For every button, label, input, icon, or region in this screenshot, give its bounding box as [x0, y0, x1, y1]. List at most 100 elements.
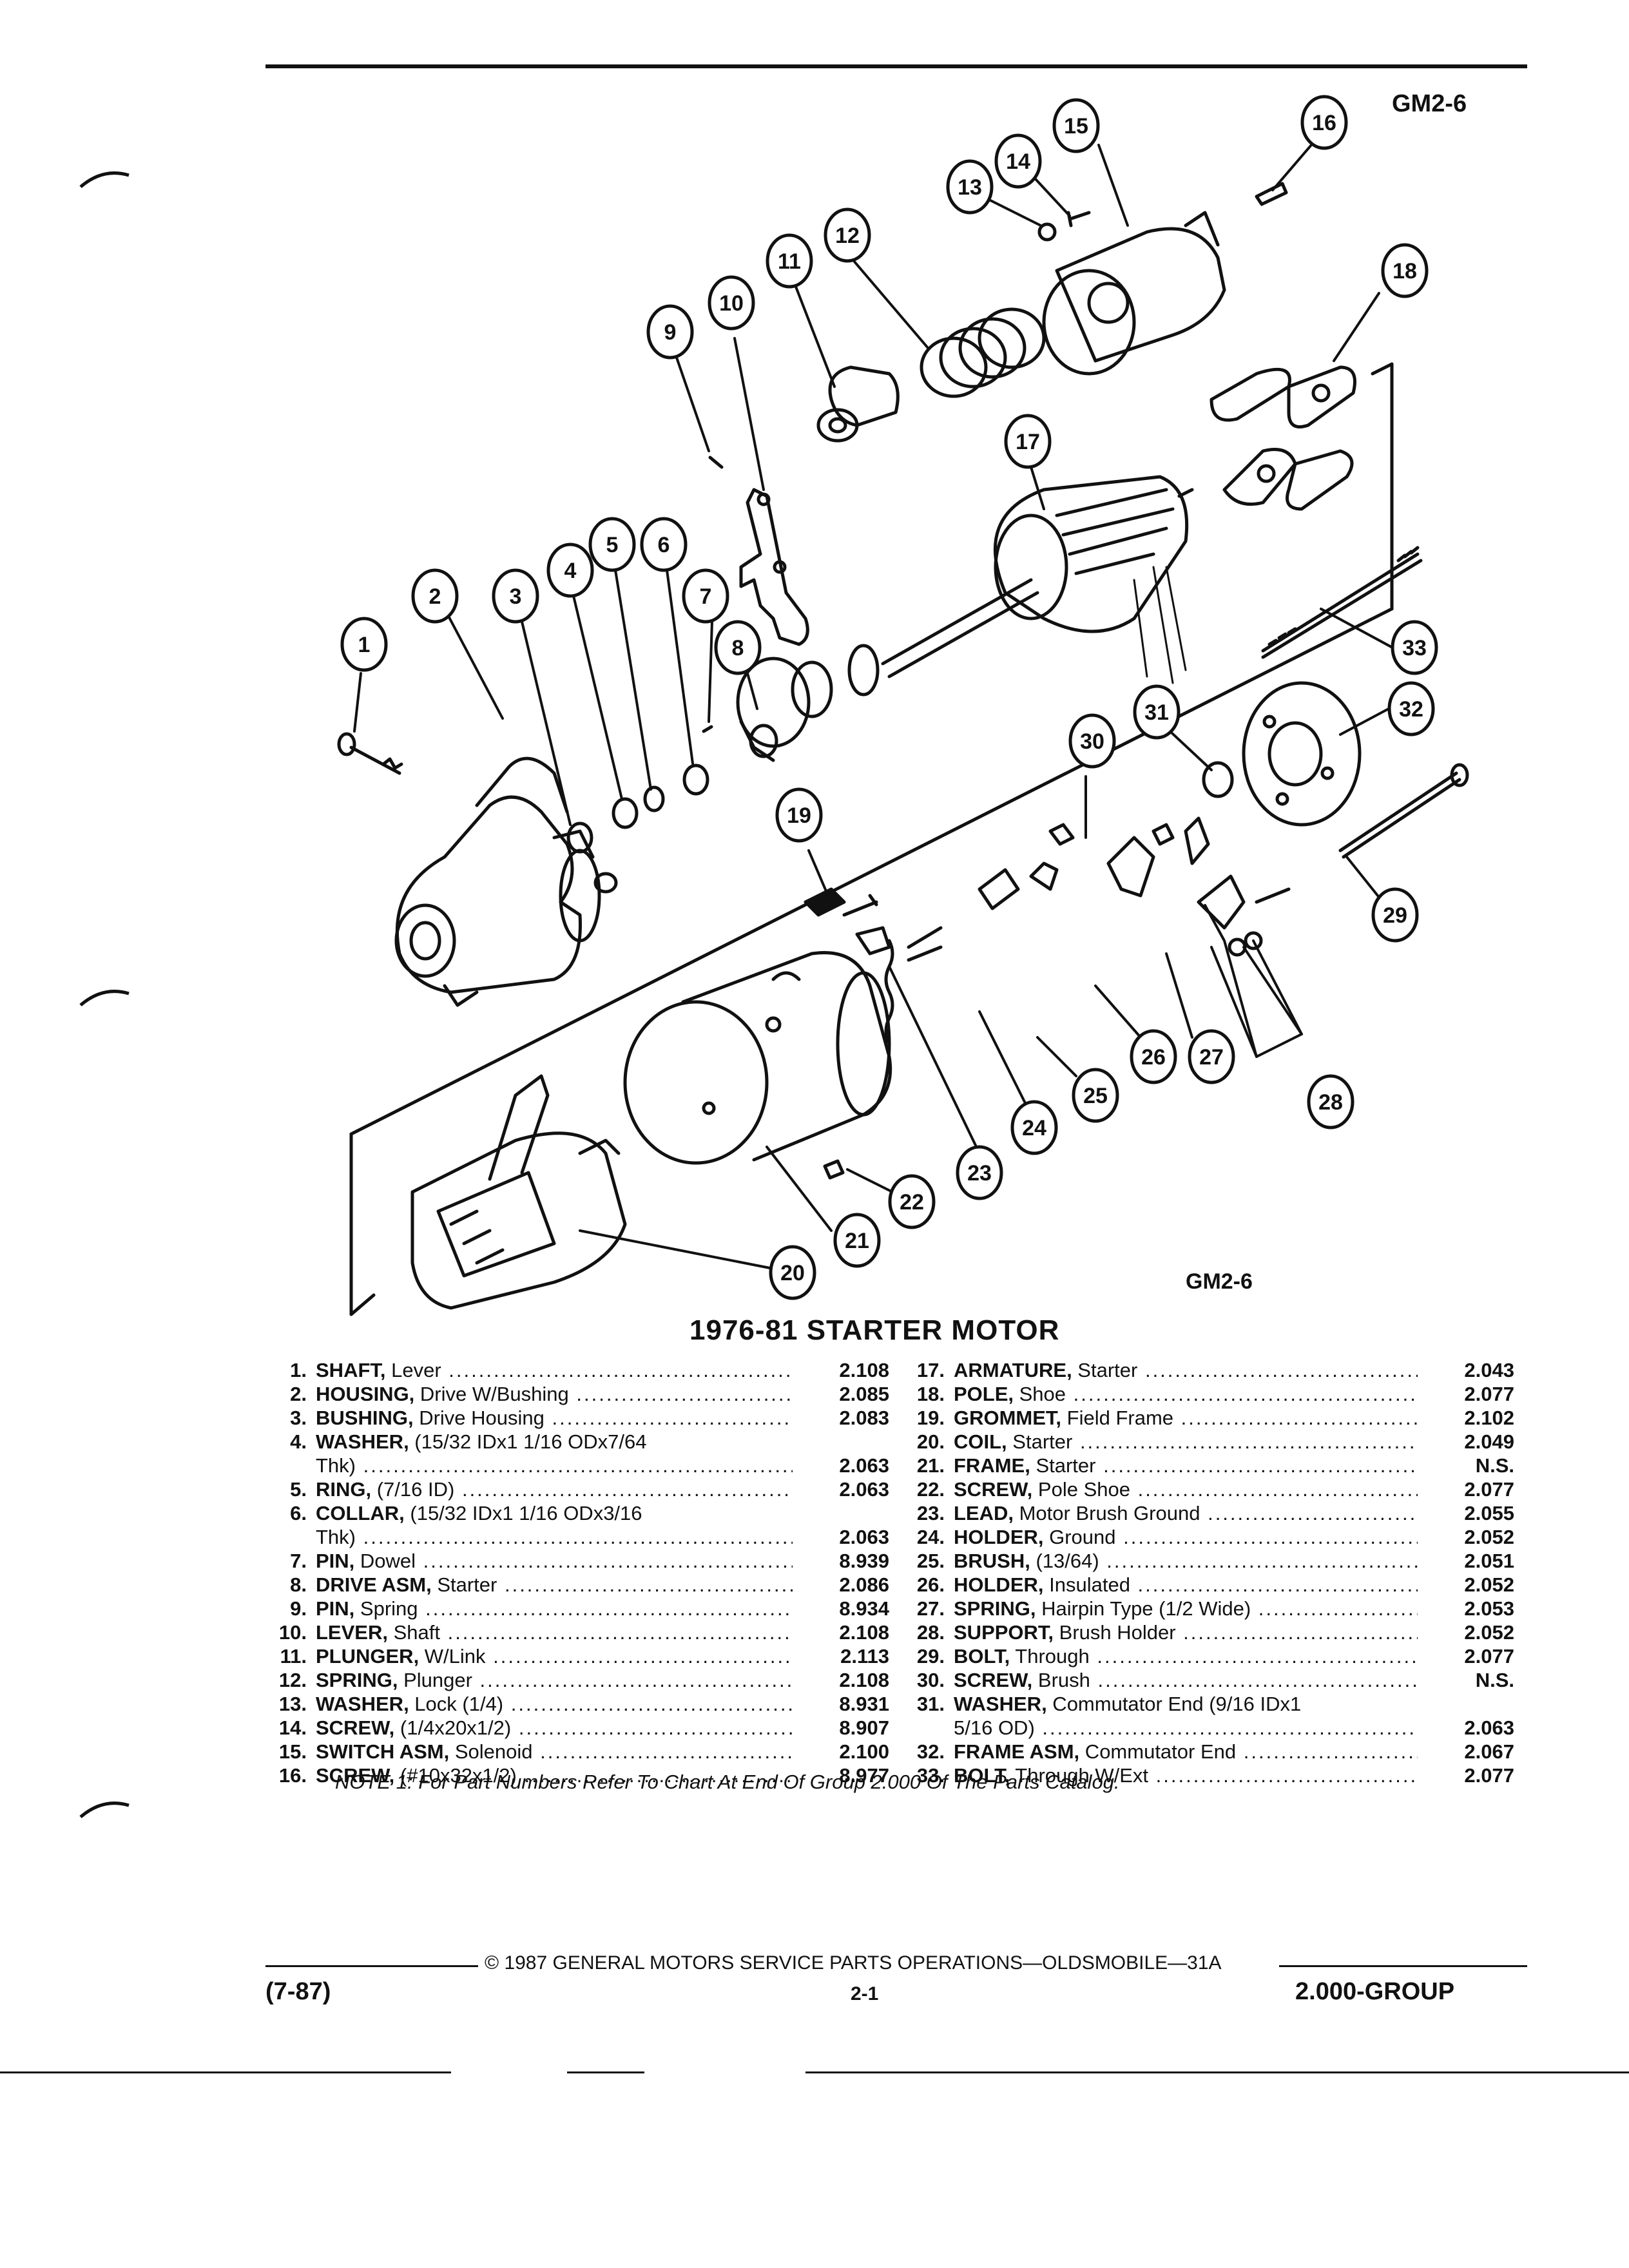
- part-name: SCREW,: [316, 1764, 395, 1787]
- part-row: 14.SCREW, (1/4x20x1/2) .................…: [258, 1716, 889, 1740]
- part-row: 21. FRAME, Starter ......................…: [896, 1454, 1514, 1477]
- part-row: 25.BRUSH, (13/64) ......................…: [896, 1549, 1514, 1573]
- leader-dots: ........................................…: [1137, 1478, 1418, 1501]
- part-row: 20.COIL, Starter .......................…: [896, 1430, 1514, 1454]
- part-row: 15.SWITCH ASM, Solenoid ................…: [258, 1740, 889, 1763]
- part-detail: Through W/Ext: [1010, 1764, 1149, 1787]
- part-description: SPRING, Plunger ........................…: [316, 1668, 793, 1692]
- part-name: SPRING,: [954, 1597, 1036, 1620]
- leader-dots: ........................................…: [493, 1645, 793, 1667]
- part-number: 28.: [916, 1621, 945, 1644]
- group-number: 2.108: [839, 1669, 889, 1691]
- part-number: 4.: [290, 1430, 307, 1453]
- part-row: 1.SHAFT, Lever .........................…: [258, 1358, 889, 1382]
- part-detail: Drive W/Bushing: [414, 1383, 569, 1405]
- leader-lines: [353, 144, 1400, 1271]
- leader-dots: ........................................…: [1073, 1383, 1418, 1405]
- part-description: BRUSH, (13/64) .........................…: [954, 1549, 1418, 1573]
- part-row: 19.GROMMET, Field Frame ................…: [896, 1406, 1514, 1430]
- part-description: PLUNGER, W/Link ........................…: [316, 1644, 793, 1668]
- group-number: 2.108: [839, 1621, 889, 1644]
- part-detail: Shoe: [1014, 1383, 1066, 1405]
- leader-dots: ........................................…: [1123, 1526, 1418, 1548]
- leader-dots: ........................................…: [461, 1478, 793, 1501]
- part-detail: Brush: [1032, 1669, 1090, 1691]
- part-detail: Pole Shoe: [1032, 1478, 1130, 1501]
- group-number: 2.083: [839, 1407, 889, 1429]
- callout-4: 4: [546, 543, 594, 598]
- part-description: SCREW, Brush ...........................…: [954, 1668, 1418, 1692]
- part-bolt-shaft-lever: [337, 732, 403, 775]
- part-row: 29.BOLT, Through .......................…: [896, 1644, 1514, 1668]
- part-description: HOLDER, Ground .........................…: [954, 1525, 1418, 1549]
- part-bushing: [566, 822, 593, 854]
- leader-dots: ........................................…: [447, 1621, 793, 1644]
- callout-11: 11: [766, 233, 813, 289]
- leader-dots: ........................................…: [448, 1359, 793, 1381]
- leader-dots: ........................................…: [1137, 1573, 1418, 1596]
- leader-dots: ........................................…: [479, 1669, 793, 1691]
- part-plunger-spring: [920, 307, 1046, 398]
- group-number: 8.939: [839, 1550, 889, 1572]
- part-description: FRAME, Starter .........................…: [954, 1454, 1418, 1477]
- part-name: WASHER,: [316, 1693, 409, 1715]
- parts-list-left: 1.SHAFT, Lever .........................…: [258, 1358, 889, 1787]
- part-row: 32.FRAME ASM, Commutator End ...........…: [896, 1740, 1514, 1763]
- callout-label: 18: [1393, 259, 1417, 284]
- group-number: 2.055: [1464, 1502, 1514, 1524]
- part-through-bolt-ext: [1261, 546, 1423, 659]
- part-number: 21.: [916, 1454, 945, 1477]
- part-description: COLLAR, (15/32 IDx1 1/16 ODx3/16: [316, 1501, 793, 1525]
- part-detail: Commutator End (9/16 IDx1: [1046, 1693, 1302, 1715]
- callout-13: 13: [946, 159, 994, 215]
- callout-23: 23: [956, 1145, 1003, 1200]
- part-brush-holders: [842, 816, 1263, 962]
- group-number: 2.052: [1464, 1573, 1514, 1596]
- callout-label: 31: [1144, 700, 1169, 725]
- part-name: WASHER,: [316, 1430, 409, 1453]
- part-name: PIN,: [316, 1550, 355, 1572]
- part-number: 30.: [916, 1669, 945, 1691]
- callout-label: 33: [1402, 636, 1427, 660]
- part-name: BOLT,: [954, 1764, 1010, 1787]
- part-plunger: [816, 365, 900, 443]
- part-number: 33.: [916, 1764, 945, 1787]
- part-detail: (#10x32x1/2): [394, 1764, 517, 1787]
- part-row: 8.DRIVE ASM, Starter ...................…: [258, 1573, 889, 1597]
- part-armature: [881, 475, 1194, 684]
- part-detail: Shaft: [387, 1621, 440, 1644]
- callout-label: 25: [1083, 1084, 1108, 1108]
- part-detail: Dowel: [354, 1550, 416, 1572]
- leader-dots: ........................................…: [1208, 1502, 1418, 1524]
- leader-dots: ........................................…: [518, 1716, 793, 1739]
- callout-1: 1: [340, 617, 388, 672]
- part-description: POLE, Shoe .............................…: [954, 1382, 1418, 1406]
- part-description: HOLDER, Insulated ......................…: [954, 1573, 1418, 1597]
- callout-10: 10: [708, 275, 755, 331]
- part-description: Thk) ...................................…: [316, 1525, 793, 1549]
- footer-rule-left: [265, 1965, 478, 1967]
- part-name: LEAD,: [954, 1502, 1014, 1524]
- leader-dots: ........................................…: [1181, 1407, 1418, 1429]
- part-small-pin: [1255, 887, 1291, 904]
- callout-2: 2: [411, 568, 459, 624]
- callout-label: 26: [1141, 1045, 1166, 1070]
- part-pole-shoe-screw: [823, 1159, 845, 1180]
- figure-code-top: GM2-6: [1392, 90, 1467, 117]
- part-number: 1.: [290, 1359, 307, 1381]
- part-description: GROMMET, Field Frame ...................…: [954, 1406, 1418, 1430]
- leader-dots: ........................................…: [1097, 1669, 1418, 1691]
- leader-dots: ........................................…: [1079, 1430, 1418, 1453]
- part-commutator-washer: [1202, 761, 1234, 798]
- part-row: 22.SCREW, Pole Shoe ....................…: [896, 1477, 1514, 1501]
- callout-20: 20: [769, 1245, 816, 1300]
- margin-mark-2: [79, 990, 130, 1006]
- leader-dots: ........................................…: [1097, 1645, 1418, 1667]
- group-number: 2.067: [1464, 1740, 1514, 1763]
- group-number: 2.077: [1464, 1383, 1514, 1405]
- callout-label: 4: [564, 559, 577, 583]
- part-name: WASHER,: [954, 1693, 1047, 1715]
- part-row: 27.SPRING, Hairpin Type (1/2 Wide) .....…: [896, 1597, 1514, 1620]
- callout-label: 16: [1312, 111, 1336, 135]
- part-description: RING, (7/16 ID) ........................…: [316, 1477, 793, 1501]
